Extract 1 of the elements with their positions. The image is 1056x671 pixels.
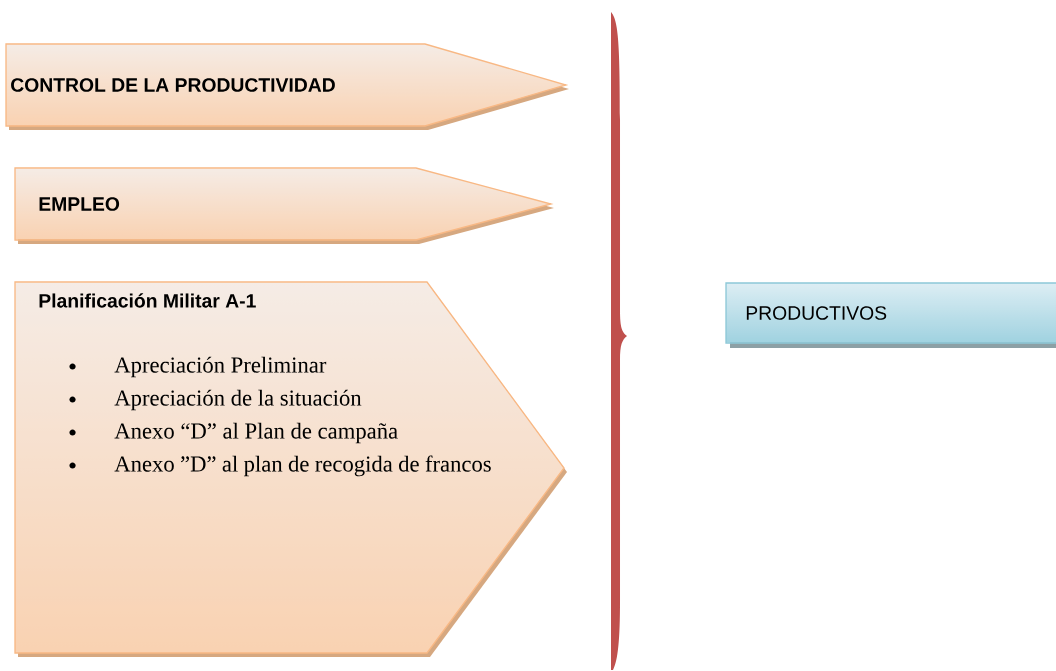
label-box: PRODUCTIVOS xyxy=(725,282,1056,348)
